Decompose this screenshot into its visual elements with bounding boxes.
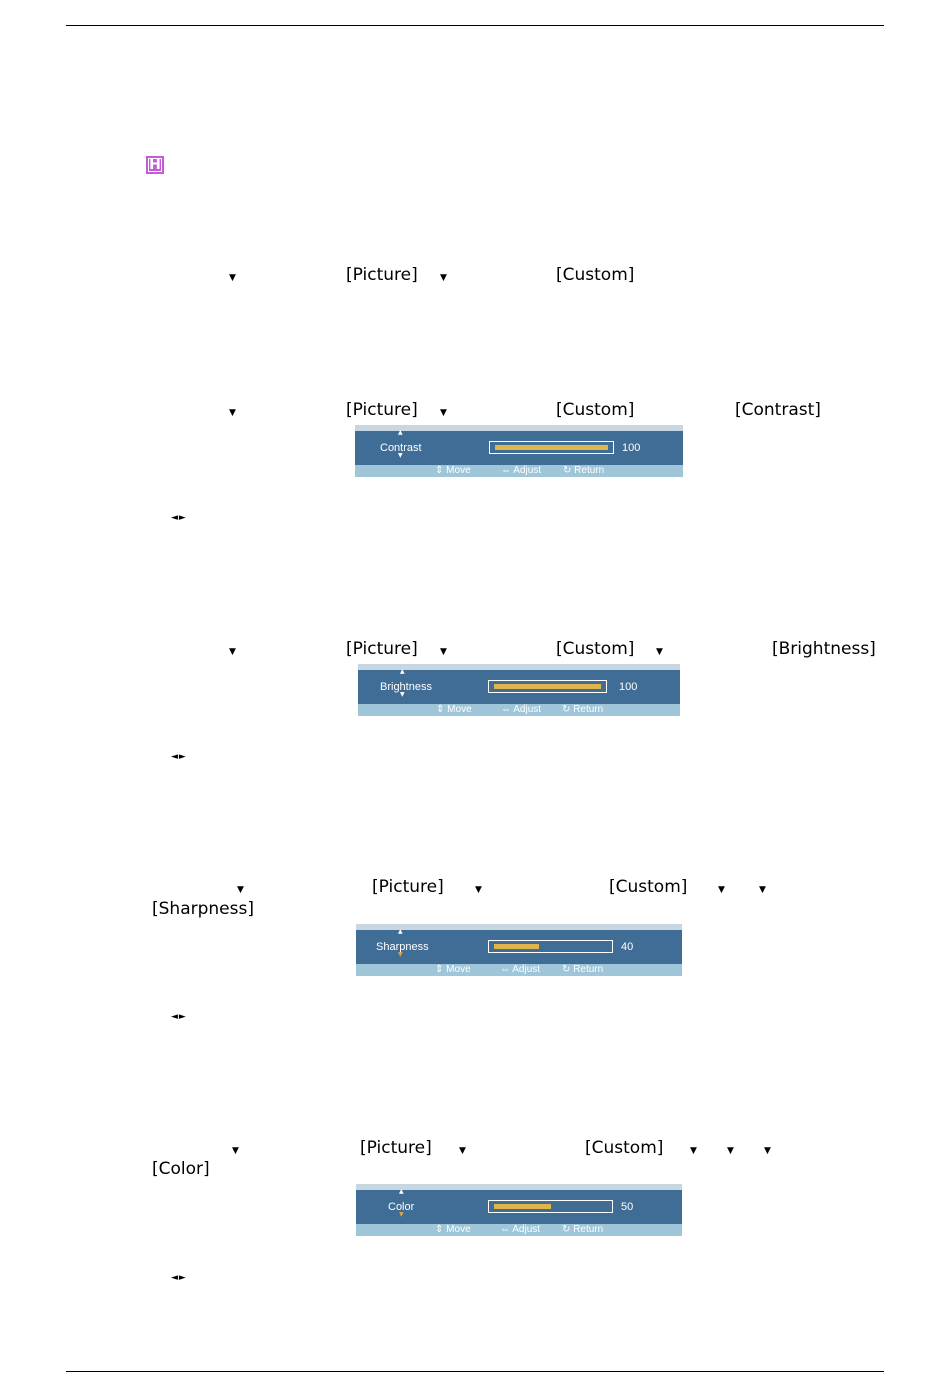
up-arrow-icon: ▲ — [399, 1188, 404, 1195]
osd-label: Sharpness — [376, 941, 429, 953]
picture-label: [Picture] — [360, 1138, 432, 1158]
custom-label: [Custom] — [556, 400, 635, 420]
down-arrow-icon: ▼ — [399, 1211, 404, 1218]
osd-label: Color — [388, 1201, 415, 1213]
return-hint: ↻ Return — [562, 1224, 604, 1235]
level-fill — [494, 944, 539, 949]
down-arrow-icon: ▼ — [440, 273, 447, 283]
header-rule — [66, 25, 884, 26]
down-arrow-icon: ▼ — [398, 951, 403, 958]
down-arrow-icon: ▼ — [400, 691, 405, 698]
left-right-arrow-icon: ◄► — [171, 1012, 187, 1022]
level-value: 100 — [622, 442, 641, 454]
move-hint: ⇕ Move — [435, 465, 471, 476]
down-arrow-icon: ▼ — [398, 452, 403, 459]
up-arrow-icon: ▲ — [398, 928, 403, 935]
level-fill — [495, 445, 608, 450]
down-arrow-icon: ▼ — [237, 885, 244, 895]
move-hint: ⇕ Move — [435, 1224, 471, 1235]
down-arrow-icon: ▼ — [718, 885, 725, 895]
down-arrow-icon: ▼ — [440, 408, 447, 418]
adjust-hint: ⇔ Adjust — [500, 964, 541, 975]
level-bar[interactable] — [488, 680, 607, 693]
down-arrow-icon: ▼ — [229, 273, 236, 283]
adjust-hint: ⇔ Adjust — [501, 704, 542, 715]
down-arrow-icon: ▼ — [690, 1146, 697, 1156]
move-hint: ⇕ Move — [436, 704, 472, 715]
left-right-arrow-icon: ◄► — [171, 1273, 187, 1283]
brightness-osd-panel: ▲ Brightness ▼ 100 ⇕ Move ⇔ Adjust ↻ Ret… — [358, 664, 680, 716]
brightness-label: [Brightness] — [772, 639, 876, 659]
picture-label: [Picture] — [372, 877, 444, 897]
left-right-arrow-icon: ◄► — [171, 513, 187, 523]
contrast-osd-panel: ▲ Contrast ▼ 100 ⇕ Move ⇔ Adjust ↻ Retur… — [355, 425, 683, 477]
picture-label: [Picture] — [346, 400, 418, 420]
osd-label: Brightness — [380, 681, 432, 693]
adjust-hint: ⇔ Adjust — [500, 1224, 541, 1235]
down-arrow-icon: ▼ — [656, 647, 663, 657]
up-arrow-icon: ▲ — [398, 429, 403, 436]
down-arrow-icon: ▼ — [459, 1146, 466, 1156]
custom-label: [Custom] — [585, 1138, 664, 1158]
adjust-hint: ⇔ Adjust — [501, 465, 542, 476]
mode-h-icon: H — [146, 156, 164, 174]
move-hint: ⇕ Move — [435, 964, 471, 975]
picture-label: [Picture] — [346, 639, 418, 659]
osd-label: Contrast — [380, 442, 422, 454]
level-value: 40 — [621, 941, 634, 953]
level-value: 50 — [621, 1201, 634, 1213]
level-bar[interactable] — [488, 940, 613, 953]
down-arrow-icon: ▼ — [229, 647, 236, 657]
custom-label: [Custom] — [609, 877, 688, 897]
return-hint: ↻ Return — [562, 964, 604, 975]
footer-rule — [66, 1371, 884, 1372]
return-hint: ↻ Return — [562, 704, 604, 715]
down-arrow-icon: ▼ — [475, 885, 482, 895]
down-arrow-icon: ▼ — [232, 1146, 239, 1156]
down-arrow-icon: ▼ — [229, 408, 236, 418]
level-fill — [494, 1204, 551, 1209]
up-arrow-icon: ▲ — [400, 668, 405, 675]
color-label: [Color] — [152, 1159, 210, 1179]
sharpness-label: [Sharpness] — [152, 899, 254, 919]
custom-label: [Custom] — [556, 639, 635, 659]
down-arrow-icon: ▼ — [440, 647, 447, 657]
level-fill — [494, 684, 601, 689]
level-value: 100 — [619, 681, 638, 693]
contrast-label: [Contrast] — [735, 400, 821, 420]
return-hint: ↻ Return — [563, 465, 605, 476]
down-arrow-icon: ▼ — [727, 1146, 734, 1156]
picture-label: [Picture] — [346, 265, 418, 285]
custom-label: [Custom] — [556, 265, 635, 285]
down-arrow-icon: ▼ — [764, 1146, 771, 1156]
level-bar[interactable] — [489, 441, 614, 454]
sharpness-osd-panel: ▲ Sharpness ▼ 40 ⇕ Move ⇔ Adjust ↻ Retur… — [356, 924, 682, 976]
color-osd-panel: ▲ Color ▼ 50 ⇕ Move ⇔ Adjust ↻ Return — [356, 1184, 682, 1236]
down-arrow-icon: ▼ — [759, 885, 766, 895]
left-right-arrow-icon: ◄► — [171, 752, 187, 762]
level-bar[interactable] — [488, 1200, 613, 1213]
